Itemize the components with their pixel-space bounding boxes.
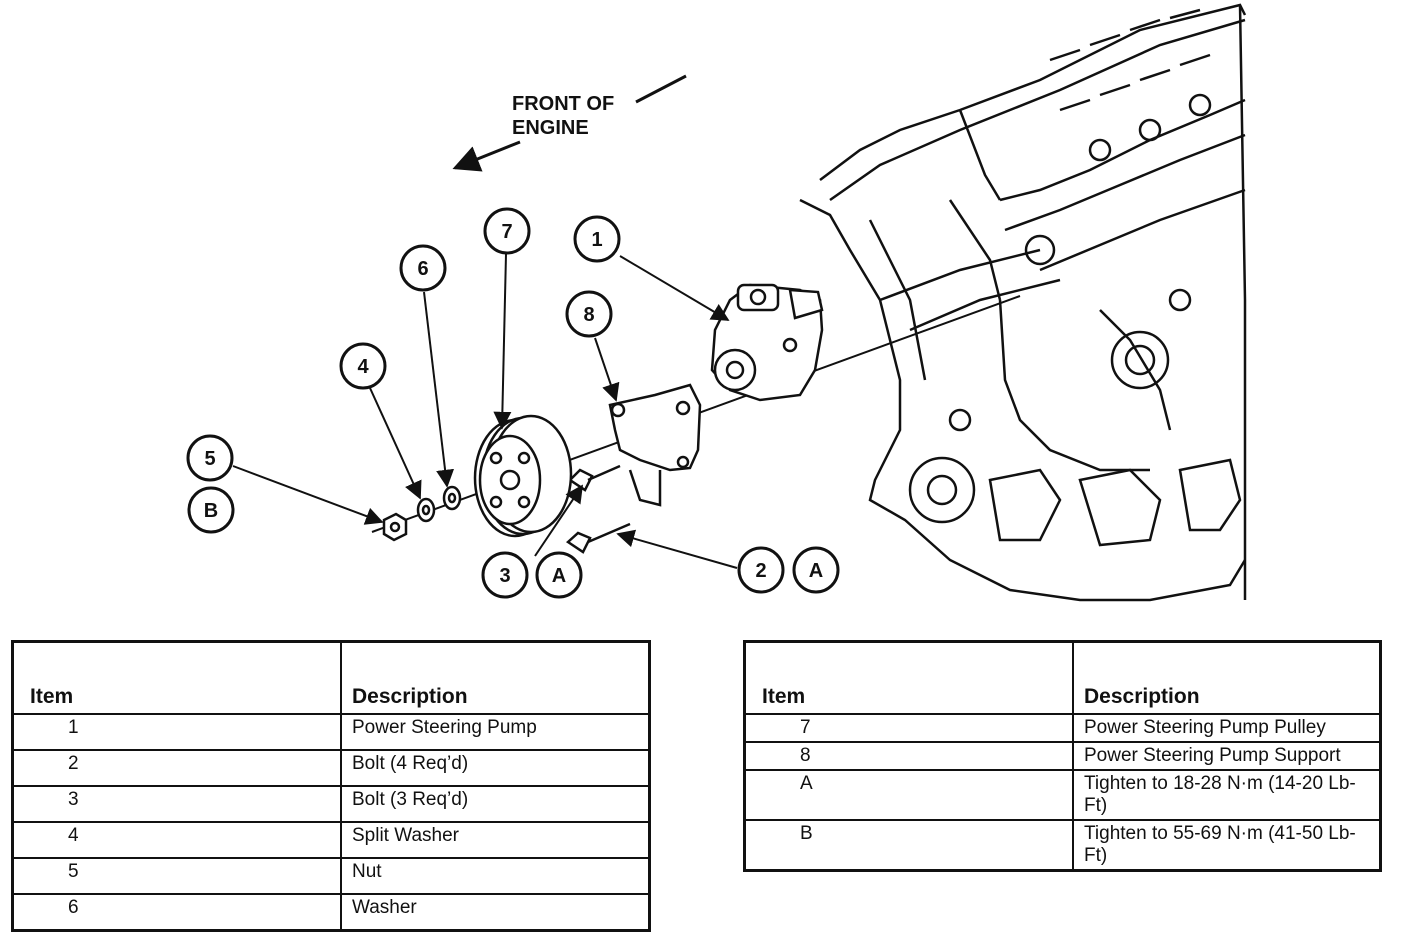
svg-text:B: B bbox=[204, 500, 218, 522]
item-number: 4 bbox=[11, 821, 342, 859]
callout-a-bolt-3: A bbox=[535, 551, 583, 599]
bolt-3-illustration bbox=[568, 464, 621, 492]
washer-6-illustration bbox=[442, 485, 462, 511]
svg-text:1: 1 bbox=[591, 229, 602, 251]
svg-text:5: 5 bbox=[204, 448, 215, 470]
table-row: 7 Power Steering Pump Pulley bbox=[743, 713, 1382, 743]
item-description: Power Steering Pump Pulley bbox=[1072, 713, 1382, 743]
table-row: 8 Power Steering Pump Support bbox=[743, 741, 1382, 771]
callout-b: B bbox=[187, 486, 235, 534]
nut-5-illustration bbox=[382, 512, 408, 542]
table-row: 1 Power Steering Pump bbox=[11, 713, 651, 751]
item-number: 1 bbox=[11, 713, 342, 751]
table-row: 4 Split Washer bbox=[11, 821, 651, 859]
front-label-line1: FRONT OF bbox=[512, 93, 614, 115]
item-number: B bbox=[743, 819, 1074, 872]
front-label-line2: ENGINE bbox=[512, 117, 589, 139]
callout-a-bolt-2: A bbox=[792, 546, 840, 594]
column-header-item: Item bbox=[743, 640, 1074, 715]
column-header-description: Description bbox=[340, 640, 651, 715]
callout-8: 8 bbox=[565, 290, 613, 338]
leader-lines bbox=[232, 253, 738, 569]
table-header-row: Item Description bbox=[11, 640, 651, 715]
svg-text:3: 3 bbox=[499, 565, 510, 587]
power-steering-pump-illustration bbox=[710, 283, 824, 402]
item-number: 3 bbox=[11, 785, 342, 823]
item-description: Power Steering Pump Support bbox=[1072, 741, 1382, 771]
svg-text:6: 6 bbox=[417, 258, 428, 280]
item-number: 8 bbox=[743, 741, 1074, 771]
svg-text:A: A bbox=[552, 565, 566, 587]
item-description: Split Washer bbox=[340, 821, 651, 859]
item-number: A bbox=[743, 769, 1074, 821]
callout-2: 2 bbox=[737, 546, 785, 594]
callout-7: 7 bbox=[483, 207, 531, 255]
table-row: 6 Washer bbox=[11, 893, 651, 932]
item-description: Washer bbox=[340, 893, 651, 932]
table-row: A Tighten to 18-28 N·m (14-20 Lb-Ft) bbox=[743, 769, 1382, 821]
parts-legend-table-right: Item Description 7 Power Steering Pump P… bbox=[743, 640, 1382, 872]
column-header-description: Description bbox=[1072, 640, 1382, 715]
item-description: Tighten to 55-69 N·m (41-50 Lb-Ft) bbox=[1072, 819, 1382, 872]
pulley-illustration bbox=[473, 414, 573, 538]
callout-6: 6 bbox=[399, 244, 447, 292]
item-number: 2 bbox=[11, 749, 342, 787]
table-row: B Tighten to 55-69 N·m (41-50 Lb-Ft) bbox=[743, 819, 1382, 872]
callout-1: 1 bbox=[573, 215, 621, 263]
item-number: 5 bbox=[11, 857, 342, 895]
item-description: Bolt (4 Req’d) bbox=[340, 749, 651, 787]
exploded-view-diagram: FRONT OF ENGINE bbox=[186, 3, 1247, 602]
svg-text:8: 8 bbox=[583, 304, 594, 326]
callout-3: 3 bbox=[481, 551, 529, 599]
table-row: 2 Bolt (4 Req’d) bbox=[11, 749, 651, 787]
item-description: Nut bbox=[340, 857, 651, 895]
front-of-engine-indicator: FRONT OF ENGINE bbox=[452, 74, 687, 172]
item-description: Power Steering Pump bbox=[340, 713, 651, 751]
callout-4: 4 bbox=[339, 342, 387, 390]
split-washer-4-illustration bbox=[416, 497, 436, 523]
parts-legend-table-left: Item Description 1 Power Steering Pump 2… bbox=[11, 640, 651, 932]
item-description: Tighten to 18-28 N·m (14-20 Lb-Ft) bbox=[1072, 769, 1382, 821]
bolt-2-illustration bbox=[565, 522, 631, 554]
callout-5: 5 bbox=[186, 434, 234, 482]
item-number: 6 bbox=[11, 893, 342, 932]
svg-text:2: 2 bbox=[755, 560, 766, 582]
table-row: 5 Nut bbox=[11, 857, 651, 895]
item-number: 7 bbox=[743, 713, 1074, 743]
item-description: Bolt (3 Req’d) bbox=[340, 785, 651, 823]
table-header-row: Item Description bbox=[743, 640, 1382, 715]
table-row: 3 Bolt (3 Req’d) bbox=[11, 785, 651, 823]
svg-text:A: A bbox=[809, 560, 823, 582]
engine-block-illustration bbox=[799, 3, 1247, 602]
pump-support-bracket-illustration bbox=[608, 383, 702, 507]
column-header-item: Item bbox=[11, 640, 342, 715]
svg-text:4: 4 bbox=[357, 356, 369, 378]
svg-text:7: 7 bbox=[501, 221, 512, 243]
